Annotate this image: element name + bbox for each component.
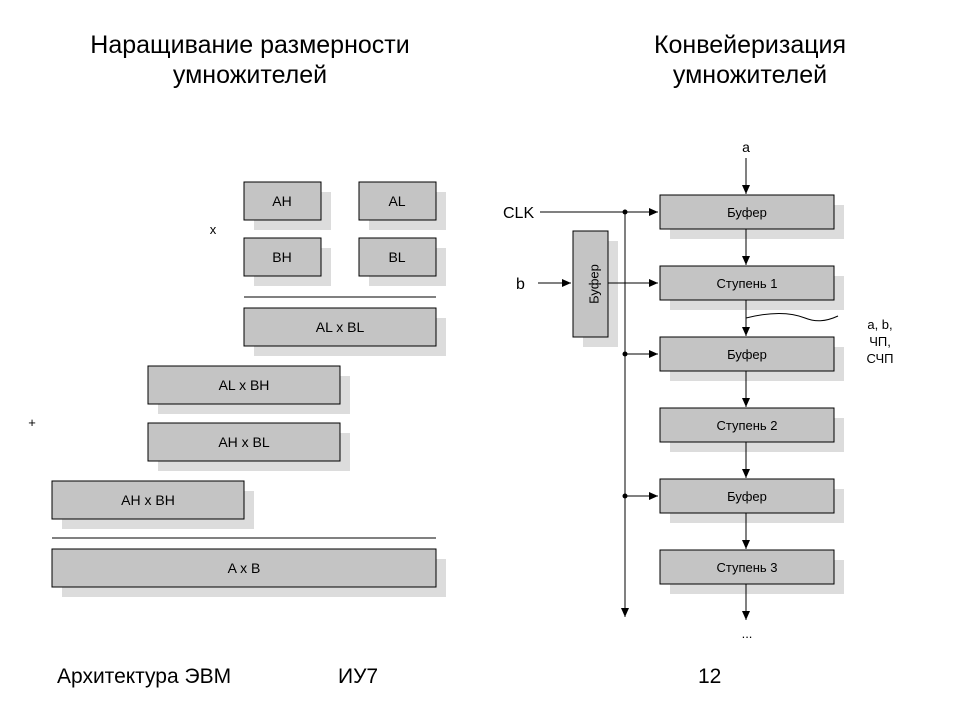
- multiplier-extension-diagram: AH AL x BH BL AL x BL: [28, 181, 446, 597]
- block-ah-x-bl-label: AH x BL: [218, 434, 270, 450]
- right-title-line-1: Конвейеризация: [653, 31, 847, 59]
- ellipsis: ...: [742, 626, 753, 641]
- stage-1: Ступень 1: [659, 265, 844, 310]
- block-bl-label: BL: [388, 249, 405, 265]
- footer-page-number: 12: [698, 665, 722, 688]
- block-bl: BL: [358, 237, 446, 286]
- block-bh-label: BH: [272, 249, 291, 265]
- block-al-x-bl-label: AL x BL: [316, 319, 365, 335]
- stage-1-label: Ступень 1: [716, 276, 777, 291]
- input-b-label: b: [516, 276, 525, 293]
- input-a-label: a: [742, 139, 750, 155]
- left-title-line-1: Наращивание размерности: [90, 31, 410, 59]
- block-ah-x-bl: AH x BL: [147, 422, 350, 471]
- stage-2-label: Ступень 2: [716, 418, 777, 433]
- block-al-x-bh-label: AL x BH: [219, 377, 270, 393]
- block-a-x-b-label: A x B: [228, 560, 261, 576]
- buffer-2-label: Буфер: [727, 347, 767, 362]
- stage-3: Ступень 3: [659, 549, 844, 594]
- buffer-1: Буфер: [659, 194, 844, 239]
- footer-group: ИУ7: [338, 665, 379, 688]
- left-title: Наращивание размерности умножителей: [60, 30, 440, 90]
- block-al: AL: [358, 181, 446, 230]
- clock-node-1: [622, 209, 628, 215]
- block-ah-x-bh-label: AH x BH: [121, 492, 175, 508]
- buffer-1-label: Буфер: [727, 205, 767, 220]
- block-al-label: AL: [388, 193, 405, 209]
- right-title: Конвейеризация умножителей: [600, 30, 900, 90]
- stage-2: Ступень 2: [659, 407, 844, 452]
- buffer-3-label: Буфер: [727, 489, 767, 504]
- clk-label: CLK: [503, 205, 534, 222]
- side-buffer-label: Буфер: [586, 264, 601, 304]
- footer-course: Архитектура ЭВМ: [57, 665, 232, 688]
- block-ah: AH: [243, 181, 331, 230]
- block-al-x-bl: AL x BL: [243, 307, 446, 356]
- block-bh: BH: [243, 237, 331, 286]
- annotation-line-2: ЧП,: [869, 334, 891, 349]
- side-buffer: Буфер: [572, 230, 618, 347]
- buffer-3: Буфер: [659, 478, 844, 523]
- block-ah-x-bh: AH x BH: [51, 480, 254, 529]
- annotation-line-1: a, b,: [867, 317, 892, 332]
- times-sign: x: [210, 222, 217, 237]
- block-al-x-bh: AL x BH: [147, 365, 350, 414]
- block-ah-label: AH: [272, 193, 291, 209]
- left-title-line-2: умножителей: [172, 61, 328, 89]
- block-a-x-b: A x B: [51, 548, 446, 597]
- stage-3-label: Ступень 3: [716, 560, 777, 575]
- wavy-bus-line: [745, 313, 839, 322]
- buffer-2: Буфер: [659, 336, 844, 381]
- pipeline-diagram: a CLK b Буфер Буфер: [503, 139, 893, 641]
- right-title-line-2: умножителей: [672, 61, 828, 89]
- plus-sign: +: [28, 415, 36, 430]
- annotation-line-3: СЧП: [867, 351, 894, 366]
